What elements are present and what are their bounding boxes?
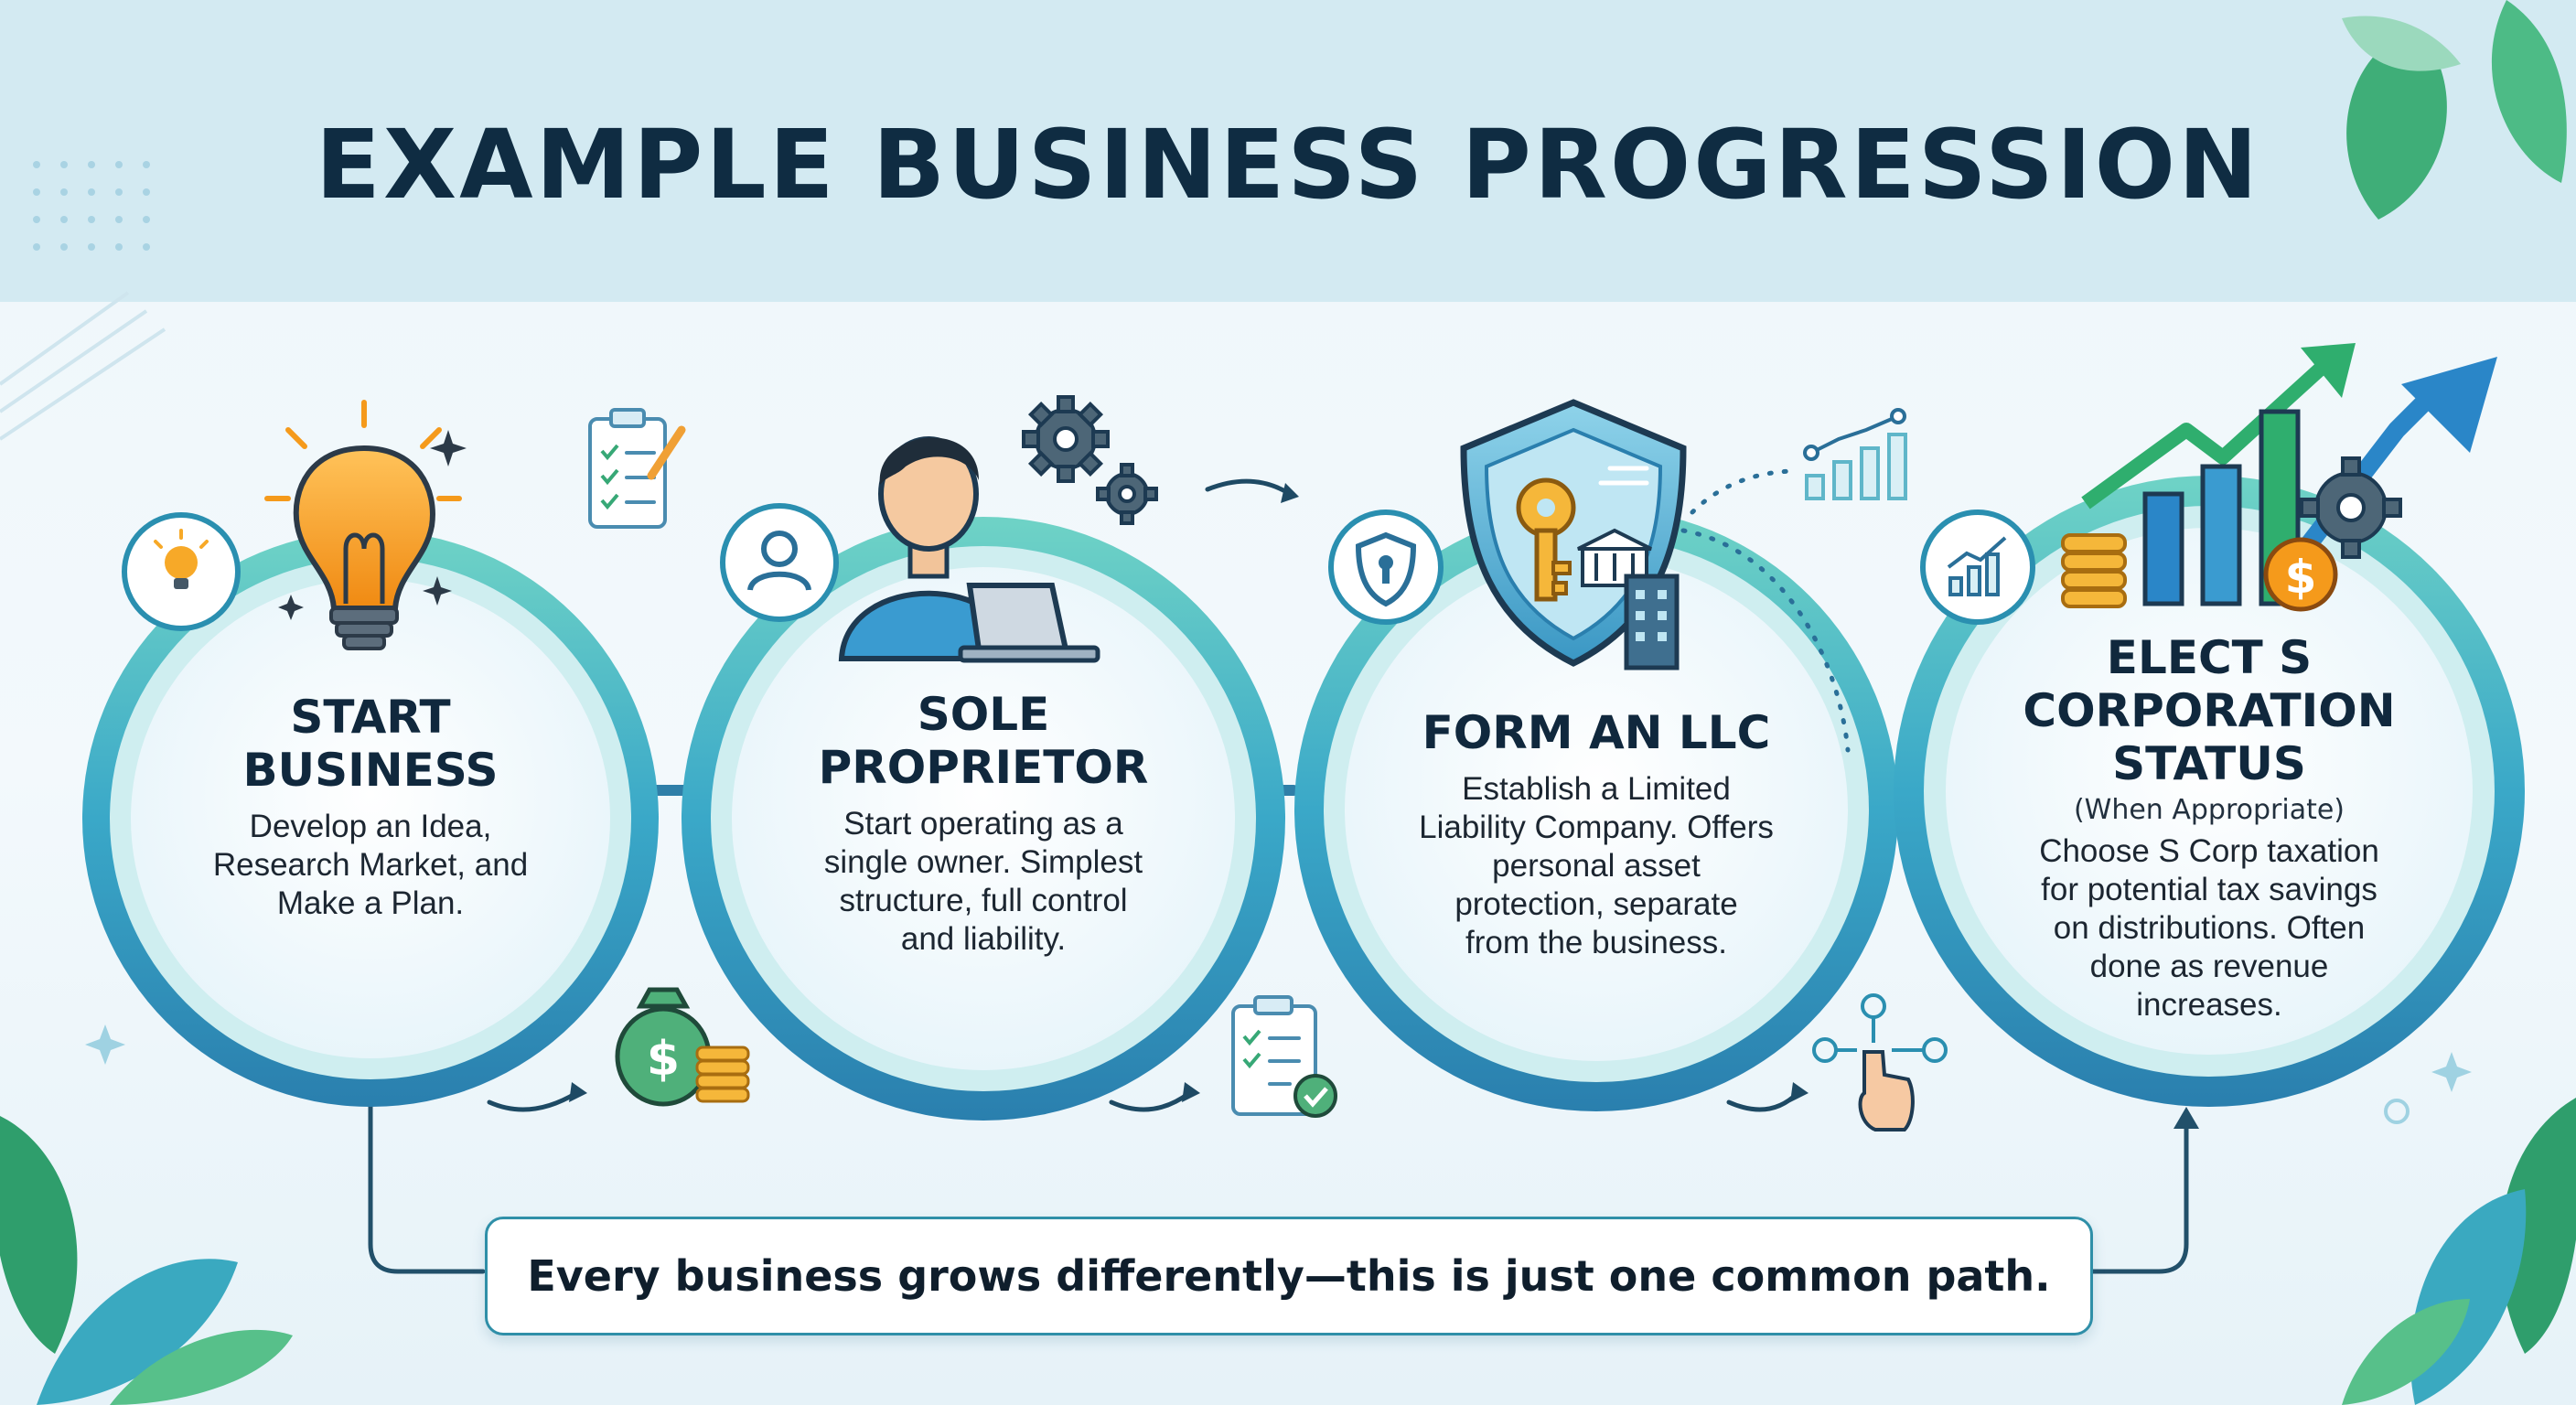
step-desc-line: Make a Plan. [276,885,465,921]
small-shield-lock-icon [1355,531,1417,607]
connector-arrowhead [2174,1107,2199,1129]
step-desc-line: for potential tax savings [2041,872,2377,907]
step-title: START BUSINESS [151,691,590,797]
gear-icons [1022,395,1158,525]
money-bag-icon: $ [615,987,750,1107]
step-desc-line: Establish a Limited [1462,771,1731,807]
step-title-line: SOLE [917,688,1050,741]
step-desc-line: and liability. [900,921,1067,957]
footer-note-text: Every business grows differently—this is… [527,1251,2051,1301]
step-title-line: FORM AN LLC [1422,706,1771,759]
step-title: FORM AN LLC [1354,706,1839,759]
curved-arrow-heads [569,483,1809,1102]
step-form-llc: FORM AN LLC Establish a Limited Liabilit… [1354,706,1839,962]
svg-text:$: $ [2285,551,2317,604]
step-description: Start operating as a single owner. Simpl… [755,805,1212,959]
step-title-line: STATUS [2112,737,2306,790]
step-title: ELECT S CORPORATION STATUS [1962,631,2456,790]
step-title-line: BUSINESS [242,744,499,797]
step-desc-line: done as revenue [2089,949,2329,984]
footer-note-box: Every business grows differently—this is… [485,1217,2093,1335]
step-desc-line: from the business. [1465,925,1727,960]
step-desc-line: on distributions. Often [2053,910,2366,946]
decorative-stripes [0,291,166,441]
step-s-corporation: ELECT S CORPORATION STATUS (When Appropr… [1962,631,2456,1024]
step-desc-line: Research Market, and [212,847,529,883]
step-desc-line: protection, separate [1454,886,1738,922]
step-desc-line: single owner. Simplest [823,844,1143,880]
leaf-decoration-top-right [2342,0,2567,220]
leaf-decoration-bottom-right [2342,1098,2576,1405]
small-growth-icon [1947,536,2007,596]
step-start-business: START BUSINESS Develop an Idea, Research… [151,691,590,923]
svg-text:$: $ [647,1032,680,1087]
step-description: Establish a Limited Liability Company. O… [1354,770,1839,962]
growth-chart-icon: $ [2061,343,2497,612]
network-click-icon [1812,993,1948,1132]
clipboard-checklist-icon [588,408,686,529]
path-connector-lines [368,1067,2189,1274]
step-desc-line: Develop an Idea, [249,809,492,844]
small-lightbulb-icon [154,529,209,589]
step-description: Choose S Corp taxation for potential tax… [1962,832,2456,1024]
person-icon [838,436,1100,663]
step-desc-line: Liability Company. Offers [1419,810,1774,845]
lightbulb-icon [264,400,467,650]
sparkle-decorations [85,1024,2472,1124]
step-desc-line: Start operating as a [843,806,1123,842]
step-description: Develop an Idea, Research Market, and Ma… [151,808,590,923]
decorative-dots [33,161,150,251]
page-title: EXAMPLE BUSINESS PROGRESSION [315,109,2261,220]
step-desc-line: personal asset [1492,848,1701,884]
step-title-line: ELECT S [2106,631,2313,684]
step-circle-form-llc [1294,508,1898,1111]
small-person-icon [747,531,811,591]
step-circle-sole-proprietor [682,503,1285,1121]
step-sole-proprietor: SOLE PROPRIETOR Start operating as a sin… [755,688,1212,959]
step-desc-line: Choose S Corp taxation [2039,833,2379,869]
leaf-decoration-bottom-left [0,1116,293,1405]
step-desc-line: structure, full control [839,883,1128,918]
small-bar-chart-icon [1803,408,1907,500]
step-title-line: CORPORATION [2023,684,2396,737]
step-subtitle: (When Appropriate) [2073,794,2345,826]
step-desc-line: increases. [2136,987,2282,1023]
step-title-line: PROPRIETOR [818,741,1149,794]
shield-icon [1460,399,1687,670]
dotted-path [1680,468,1851,753]
step-title-line: START [290,691,451,744]
clipboard-check-icon [1231,995,1337,1118]
step-title: SOLE PROPRIETOR [755,688,1212,794]
step-circle-start-business [82,512,659,1107]
step-circle-s-corporation [1894,476,2525,1107]
title-banner [0,0,2576,302]
